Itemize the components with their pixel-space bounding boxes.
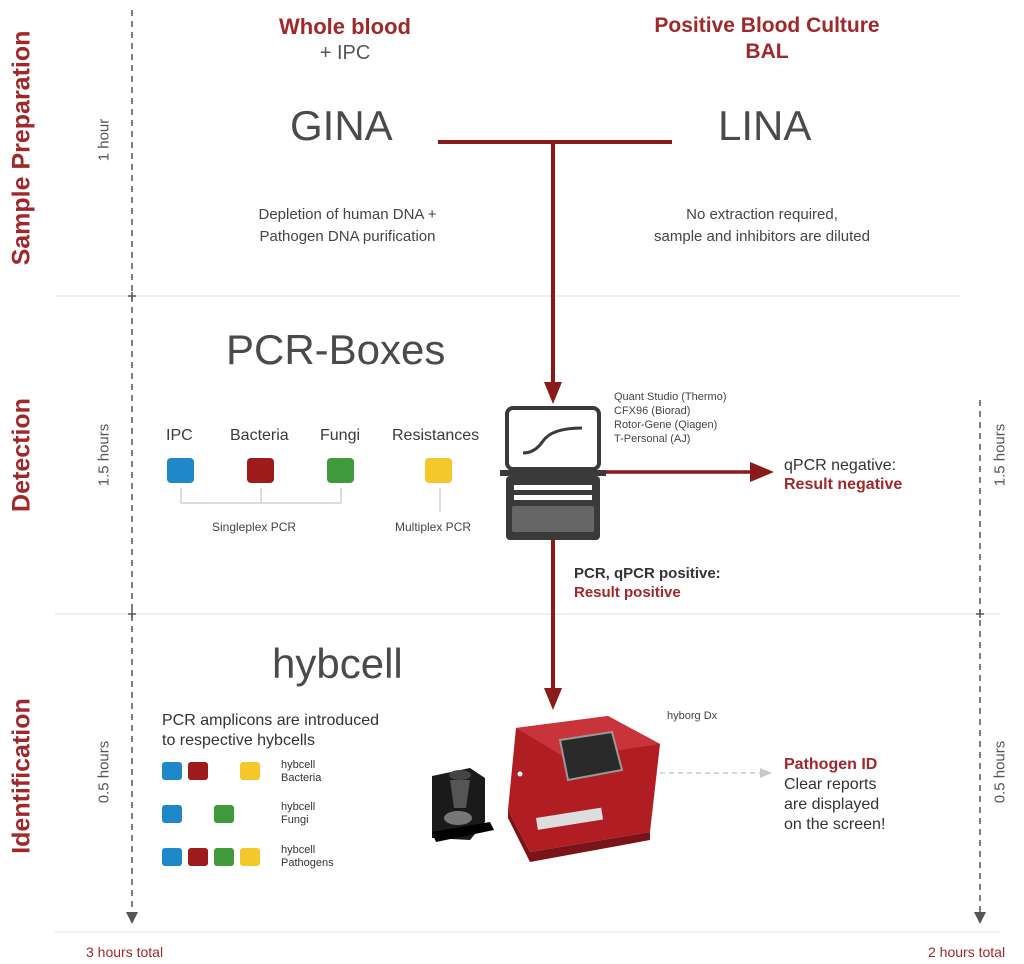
pathogen-id: Pathogen ID Clear reports are displayed …: [784, 755, 885, 835]
hybcell-row-line2: Pathogens: [281, 857, 334, 869]
label-multiplex: Multiplex PCR: [395, 520, 472, 534]
left-axis-arrowhead: [126, 912, 138, 924]
hybcell-bacteria-chip-red: [188, 762, 208, 780]
hybcell-bacteria-chip-yellow: [240, 762, 260, 780]
result-negative: Result negative: [784, 476, 903, 493]
instrument-item: Rotor-Gene (Qiagen): [614, 419, 718, 431]
gina-description: Depletion of human DNA + Pathogen DNA pu…: [210, 204, 485, 248]
axis-tick: [128, 292, 136, 300]
hybcell-fungi-chip-blue: [162, 805, 182, 823]
hybcell-fungi-label: hybcell Fungi: [281, 801, 315, 827]
instrument-item: T-Personal (AJ): [614, 433, 691, 445]
lina-title: LINA: [718, 102, 812, 149]
hyborg-dx-label: hyborg Dx: [667, 710, 718, 722]
hybcell-pathogens-label: hybcell Pathogens: [281, 844, 334, 870]
gina-desc-line2: Pathogen DNA purification: [259, 228, 436, 245]
singleplex-bracket: [180, 488, 342, 504]
lina-desc-line1: No extraction required,: [686, 206, 838, 223]
section-identification: Identification: [7, 698, 36, 854]
pcr-positive-label: PCR, qPCR positive:: [574, 565, 721, 582]
qpcr-negative: qPCR negative: Result negative: [784, 456, 902, 494]
chip-bacteria: [247, 458, 274, 483]
time-detection: 1.5 hours: [95, 423, 113, 487]
arrow-to-pcr-head: [544, 382, 562, 404]
hyborg-dx-instrument-icon: [508, 716, 660, 862]
total-left: 3 hours total: [86, 944, 164, 960]
input-left: Whole blood + IPC: [240, 14, 450, 65]
hybcell-intro-line2: to respective hybcells: [162, 732, 315, 749]
chip-ipc: [167, 458, 194, 483]
label-resistances: Resistances: [392, 427, 480, 444]
chip-fungi: [327, 458, 354, 483]
instrument-item: CFX96 (Biorad): [614, 405, 691, 417]
hybcell-pathogens-chip-blue: [162, 848, 182, 866]
input-whole-blood: Whole blood: [279, 14, 411, 39]
label-ipc: IPC: [166, 427, 193, 444]
axis-tick: [976, 610, 984, 618]
gina-desc-line1: Depletion of human DNA +: [258, 206, 437, 223]
time-detection-right: 1.5 hours: [991, 423, 1009, 487]
arrow-to-negative-head: [750, 462, 774, 482]
pathogen-id-title: Pathogen ID: [784, 756, 878, 773]
hybcell-title: hybcell: [272, 640, 403, 687]
lina-description: No extraction required, sample and inhib…: [612, 204, 912, 248]
time-identification-right: 0.5 hours: [991, 740, 1009, 804]
axis-tick: [128, 610, 136, 618]
label-fungi: Fungi: [320, 427, 361, 444]
hybcell-row-line1: hybcell: [281, 759, 316, 771]
right-axis-arrowhead: [974, 912, 986, 924]
hybcell-pathogens-chip-yellow: [240, 848, 260, 866]
hybcell-row-line1: hybcell: [281, 844, 316, 856]
hybcell-row-line2: Fungi: [281, 814, 309, 826]
hybcell-pathogens-chip-red: [188, 848, 208, 866]
input-ipc: + IPC: [319, 42, 371, 64]
section-sample-preparation: Sample Preparation: [7, 30, 36, 266]
hybcell-cartridge-icon: [432, 768, 494, 842]
arrow-to-hyborg-head: [544, 688, 562, 710]
hybcell-pathogens-chip-green: [214, 848, 234, 866]
time-identification: 0.5 hours: [95, 740, 113, 804]
hybcell-bacteria-label: hybcell Bacteria: [281, 759, 321, 785]
hybcell-bacteria-chip-blue: [162, 762, 182, 780]
qpcr-machine-icon: [500, 406, 606, 540]
pcr-positive: PCR, qPCR positive: Result positive: [574, 564, 721, 602]
chip-resistances: [425, 458, 452, 483]
label-bacteria: Bacteria: [230, 427, 289, 444]
hybcell-row-line2: Bacteria: [281, 772, 322, 784]
input-bal: BAL: [745, 40, 789, 63]
hybcell-intro-line1: PCR amplicons are introduced: [162, 712, 379, 729]
pcr-boxes-title: PCR-Boxes: [226, 326, 446, 373]
instrument-list: Quant Studio (Thermo) CFX96 (Biorad) Rot…: [614, 390, 727, 446]
time-sample: 1 hour: [95, 118, 113, 162]
hybcell-fungi-chip-green: [214, 805, 234, 823]
result-positive: Result positive: [574, 584, 681, 601]
input-right: Positive Blood Culture BAL: [612, 14, 922, 64]
hybcell-intro: PCR amplicons are introduced to respecti…: [162, 711, 379, 751]
qpcr-negative-label: qPCR negative:: [784, 457, 897, 474]
gina-title: GINA: [290, 102, 393, 149]
pathogen-id-line2: are displayed: [784, 796, 880, 813]
input-positive-blood-culture: Positive Blood Culture: [654, 14, 880, 37]
arrow-to-pathogen-id-head: [760, 768, 772, 778]
lina-desc-line2: sample and inhibitors are diluted: [654, 228, 870, 245]
total-right: 2 hours total: [928, 944, 1006, 960]
pathogen-id-line3: on the screen!: [784, 816, 886, 833]
hybcell-row-line1: hybcell: [281, 801, 316, 813]
label-singleplex: Singleplex PCR: [212, 520, 297, 534]
pathogen-id-line1: Clear reports: [784, 776, 877, 793]
instrument-item: Quant Studio (Thermo): [614, 391, 727, 403]
section-detection: Detection: [7, 398, 36, 512]
